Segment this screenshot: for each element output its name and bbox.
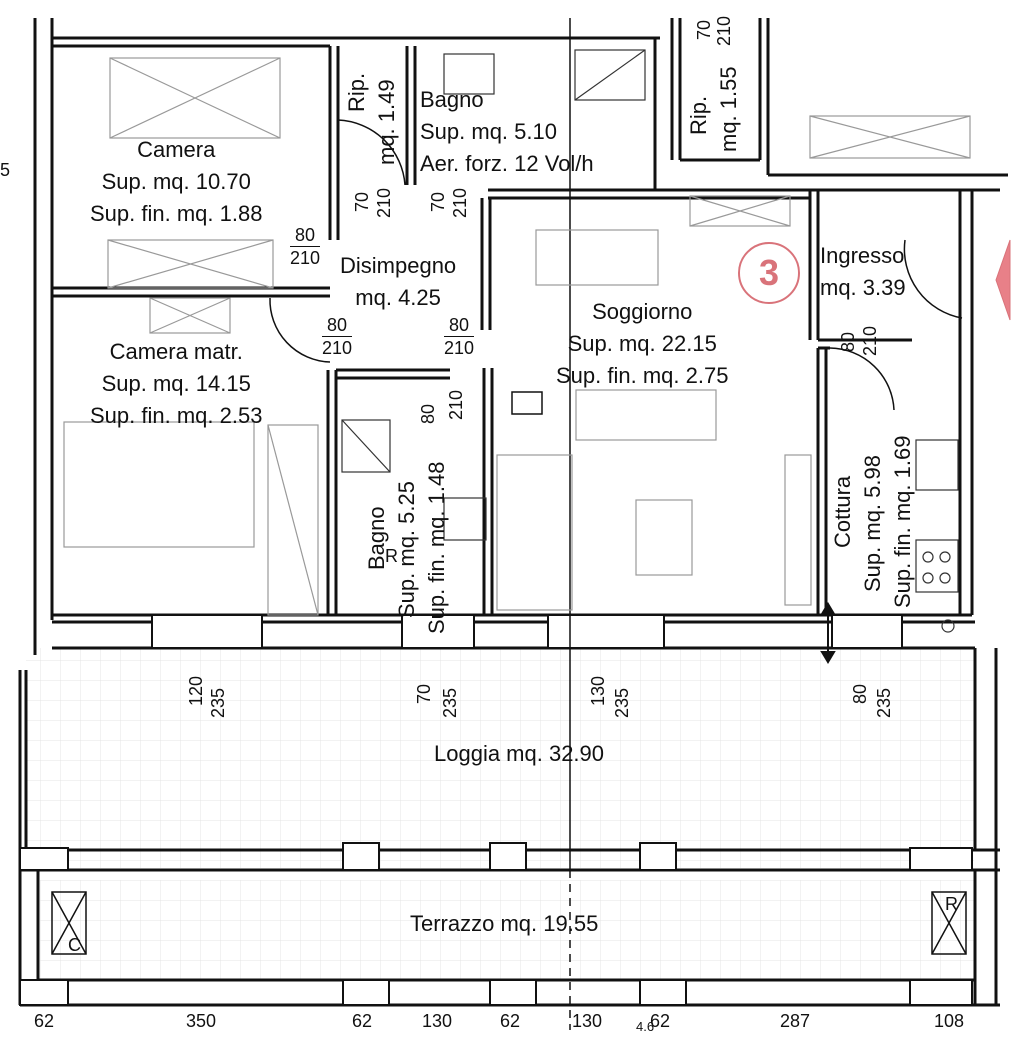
window-height: 235 bbox=[208, 687, 228, 718]
room-finestra: Sup. fin. mq. 2.53 bbox=[90, 403, 263, 428]
door-height: 210 bbox=[444, 338, 475, 358]
window-width: 130 bbox=[588, 675, 608, 706]
bottom-dimension: 287 bbox=[780, 1011, 811, 1031]
room-bagno1: Bagno Sup. mq. 5.10 Aer. forz. 12 Vol/h bbox=[420, 84, 594, 180]
room-area: Sup. mq. 10.70 bbox=[101, 169, 251, 194]
door-dim: 80 210 bbox=[444, 314, 475, 359]
door-height: 210 bbox=[374, 187, 394, 218]
door-dim-vertical: 210 bbox=[860, 326, 880, 356]
door-dim: 80 210 bbox=[290, 224, 321, 269]
room-area: mq. 4.25 bbox=[355, 285, 441, 310]
door-width: 80 bbox=[838, 331, 858, 352]
door-dim-vertical: 70 bbox=[428, 192, 448, 212]
facade-windows bbox=[151, 614, 903, 649]
room-cottura-name: Cottura bbox=[830, 475, 855, 548]
door-dim-vertical: 70 bbox=[694, 20, 714, 40]
room-bagno2-fin: Sup. fin. mq. 1.48 bbox=[424, 461, 449, 634]
room-rip2-area: mq. 1.55 bbox=[716, 66, 741, 152]
room-finestra: Sup. fin. mq. 1.88 bbox=[90, 201, 263, 226]
door-dim-vertical: 210 bbox=[446, 390, 466, 420]
door-dim-vertical: 80 bbox=[838, 332, 858, 352]
riser-boxes bbox=[51, 891, 967, 955]
room-finestra: Sup. fin. mq. 2.75 bbox=[556, 363, 729, 388]
left-edge-mark: 5 bbox=[0, 160, 11, 180]
room-area: mq. 3.39 bbox=[820, 275, 906, 300]
door-width: 80 bbox=[290, 224, 321, 247]
room-rip1-name: Rip. bbox=[344, 72, 369, 112]
door-height: 210 bbox=[322, 338, 353, 358]
room-rip2-name: Rip. bbox=[686, 95, 711, 135]
door-dim-vertical: 210 bbox=[714, 16, 734, 46]
room-name: Disimpegno bbox=[340, 253, 457, 278]
door-swings bbox=[269, 119, 963, 411]
room-name: Camera matr. bbox=[109, 339, 243, 364]
room-area: Sup. mq. 22.15 bbox=[567, 331, 717, 356]
room-aer: Aer. forz. 12 Vol/h bbox=[420, 151, 594, 176]
door-height: 210 bbox=[714, 15, 734, 46]
door-width: 70 bbox=[352, 191, 372, 212]
furniture bbox=[63, 49, 971, 633]
loggia-label: Loggia mq. 32.90 bbox=[434, 741, 605, 766]
bottom-dimension: 130 bbox=[572, 1011, 603, 1031]
door-dim-vertical: 210 bbox=[450, 188, 470, 218]
room-name: Bagno bbox=[420, 87, 484, 112]
door-height: 210 bbox=[860, 325, 880, 356]
room-rip1-area: mq. 1.49 bbox=[374, 79, 399, 165]
walls bbox=[18, 18, 1008, 1007]
room-name: Camera bbox=[137, 137, 216, 162]
bottom-dimension: 62 bbox=[34, 1011, 55, 1031]
room-camera-matr: Camera matr. Sup. mq. 14.15 Sup. fin. mq… bbox=[90, 336, 262, 432]
room-name: Soggiorno bbox=[592, 299, 693, 324]
window-width: 120 bbox=[186, 675, 206, 706]
room-area: Sup. mq. 14.15 bbox=[101, 371, 251, 396]
pillars bbox=[19, 842, 973, 1006]
door-height: 210 bbox=[446, 389, 466, 420]
tv-box bbox=[511, 391, 543, 415]
door-width: 80 bbox=[322, 314, 353, 337]
door-width: 80 bbox=[418, 403, 438, 424]
bottom-dimension: 130 bbox=[422, 1011, 453, 1031]
unit-number-badge: 3 bbox=[738, 242, 800, 304]
door-dim-vertical: 80 bbox=[418, 404, 438, 424]
terrazzo-floor bbox=[40, 880, 975, 980]
bottom-dimension: 62 bbox=[352, 1011, 373, 1031]
bottom-dimension: 62 bbox=[650, 1011, 671, 1031]
window-width: 70 bbox=[414, 683, 434, 704]
door-height: 210 bbox=[290, 248, 321, 268]
door-height: 210 bbox=[450, 187, 470, 218]
loggia-floor bbox=[26, 648, 974, 868]
window-height: 235 bbox=[440, 687, 460, 718]
terrazzo-label: Terrazzo mq. 19.55 bbox=[410, 911, 599, 936]
bottom-dimension: 62 bbox=[500, 1011, 521, 1031]
room-area: Sup. mq. 5.10 bbox=[420, 119, 557, 144]
room-ingresso: Ingresso mq. 3.39 bbox=[820, 240, 906, 304]
overlap-mark: 4.6 bbox=[636, 1019, 655, 1034]
room-soggiorno: Soggiorno Sup. mq. 22.15 Sup. fin. mq. 2… bbox=[556, 296, 728, 392]
bottom-dimension: 108 bbox=[934, 1011, 965, 1031]
bagno-mark-r: R bbox=[385, 546, 398, 566]
door-width: 80 bbox=[444, 314, 475, 337]
door-width: 70 bbox=[428, 191, 448, 212]
window-height: 235 bbox=[612, 687, 632, 718]
riser-mark-r: R bbox=[945, 894, 958, 914]
door-dim-vertical: 210 bbox=[374, 188, 394, 218]
door-dim: 80 210 bbox=[322, 314, 353, 359]
room-name: Ingresso bbox=[820, 243, 905, 268]
double-arrow bbox=[820, 602, 836, 664]
room-disimpegno: Disimpegno mq. 4.25 bbox=[340, 250, 456, 314]
riser-mark-c: C bbox=[68, 935, 81, 955]
room-cottura-fin: Sup. fin. mq. 1.69 bbox=[890, 435, 915, 608]
window-height: 235 bbox=[874, 687, 894, 718]
room-cottura-area: Sup. mq. 5.98 bbox=[860, 455, 885, 592]
window-width: 80 bbox=[850, 683, 870, 704]
door-dim-vertical: 70 bbox=[352, 192, 372, 212]
entrance-arrow bbox=[995, 239, 1011, 321]
room-camera: Camera Sup. mq. 10.70 Sup. fin. mq. 1.88 bbox=[90, 134, 262, 230]
door-width: 70 bbox=[694, 19, 714, 40]
bottom-dimension: 350 bbox=[186, 1011, 217, 1031]
